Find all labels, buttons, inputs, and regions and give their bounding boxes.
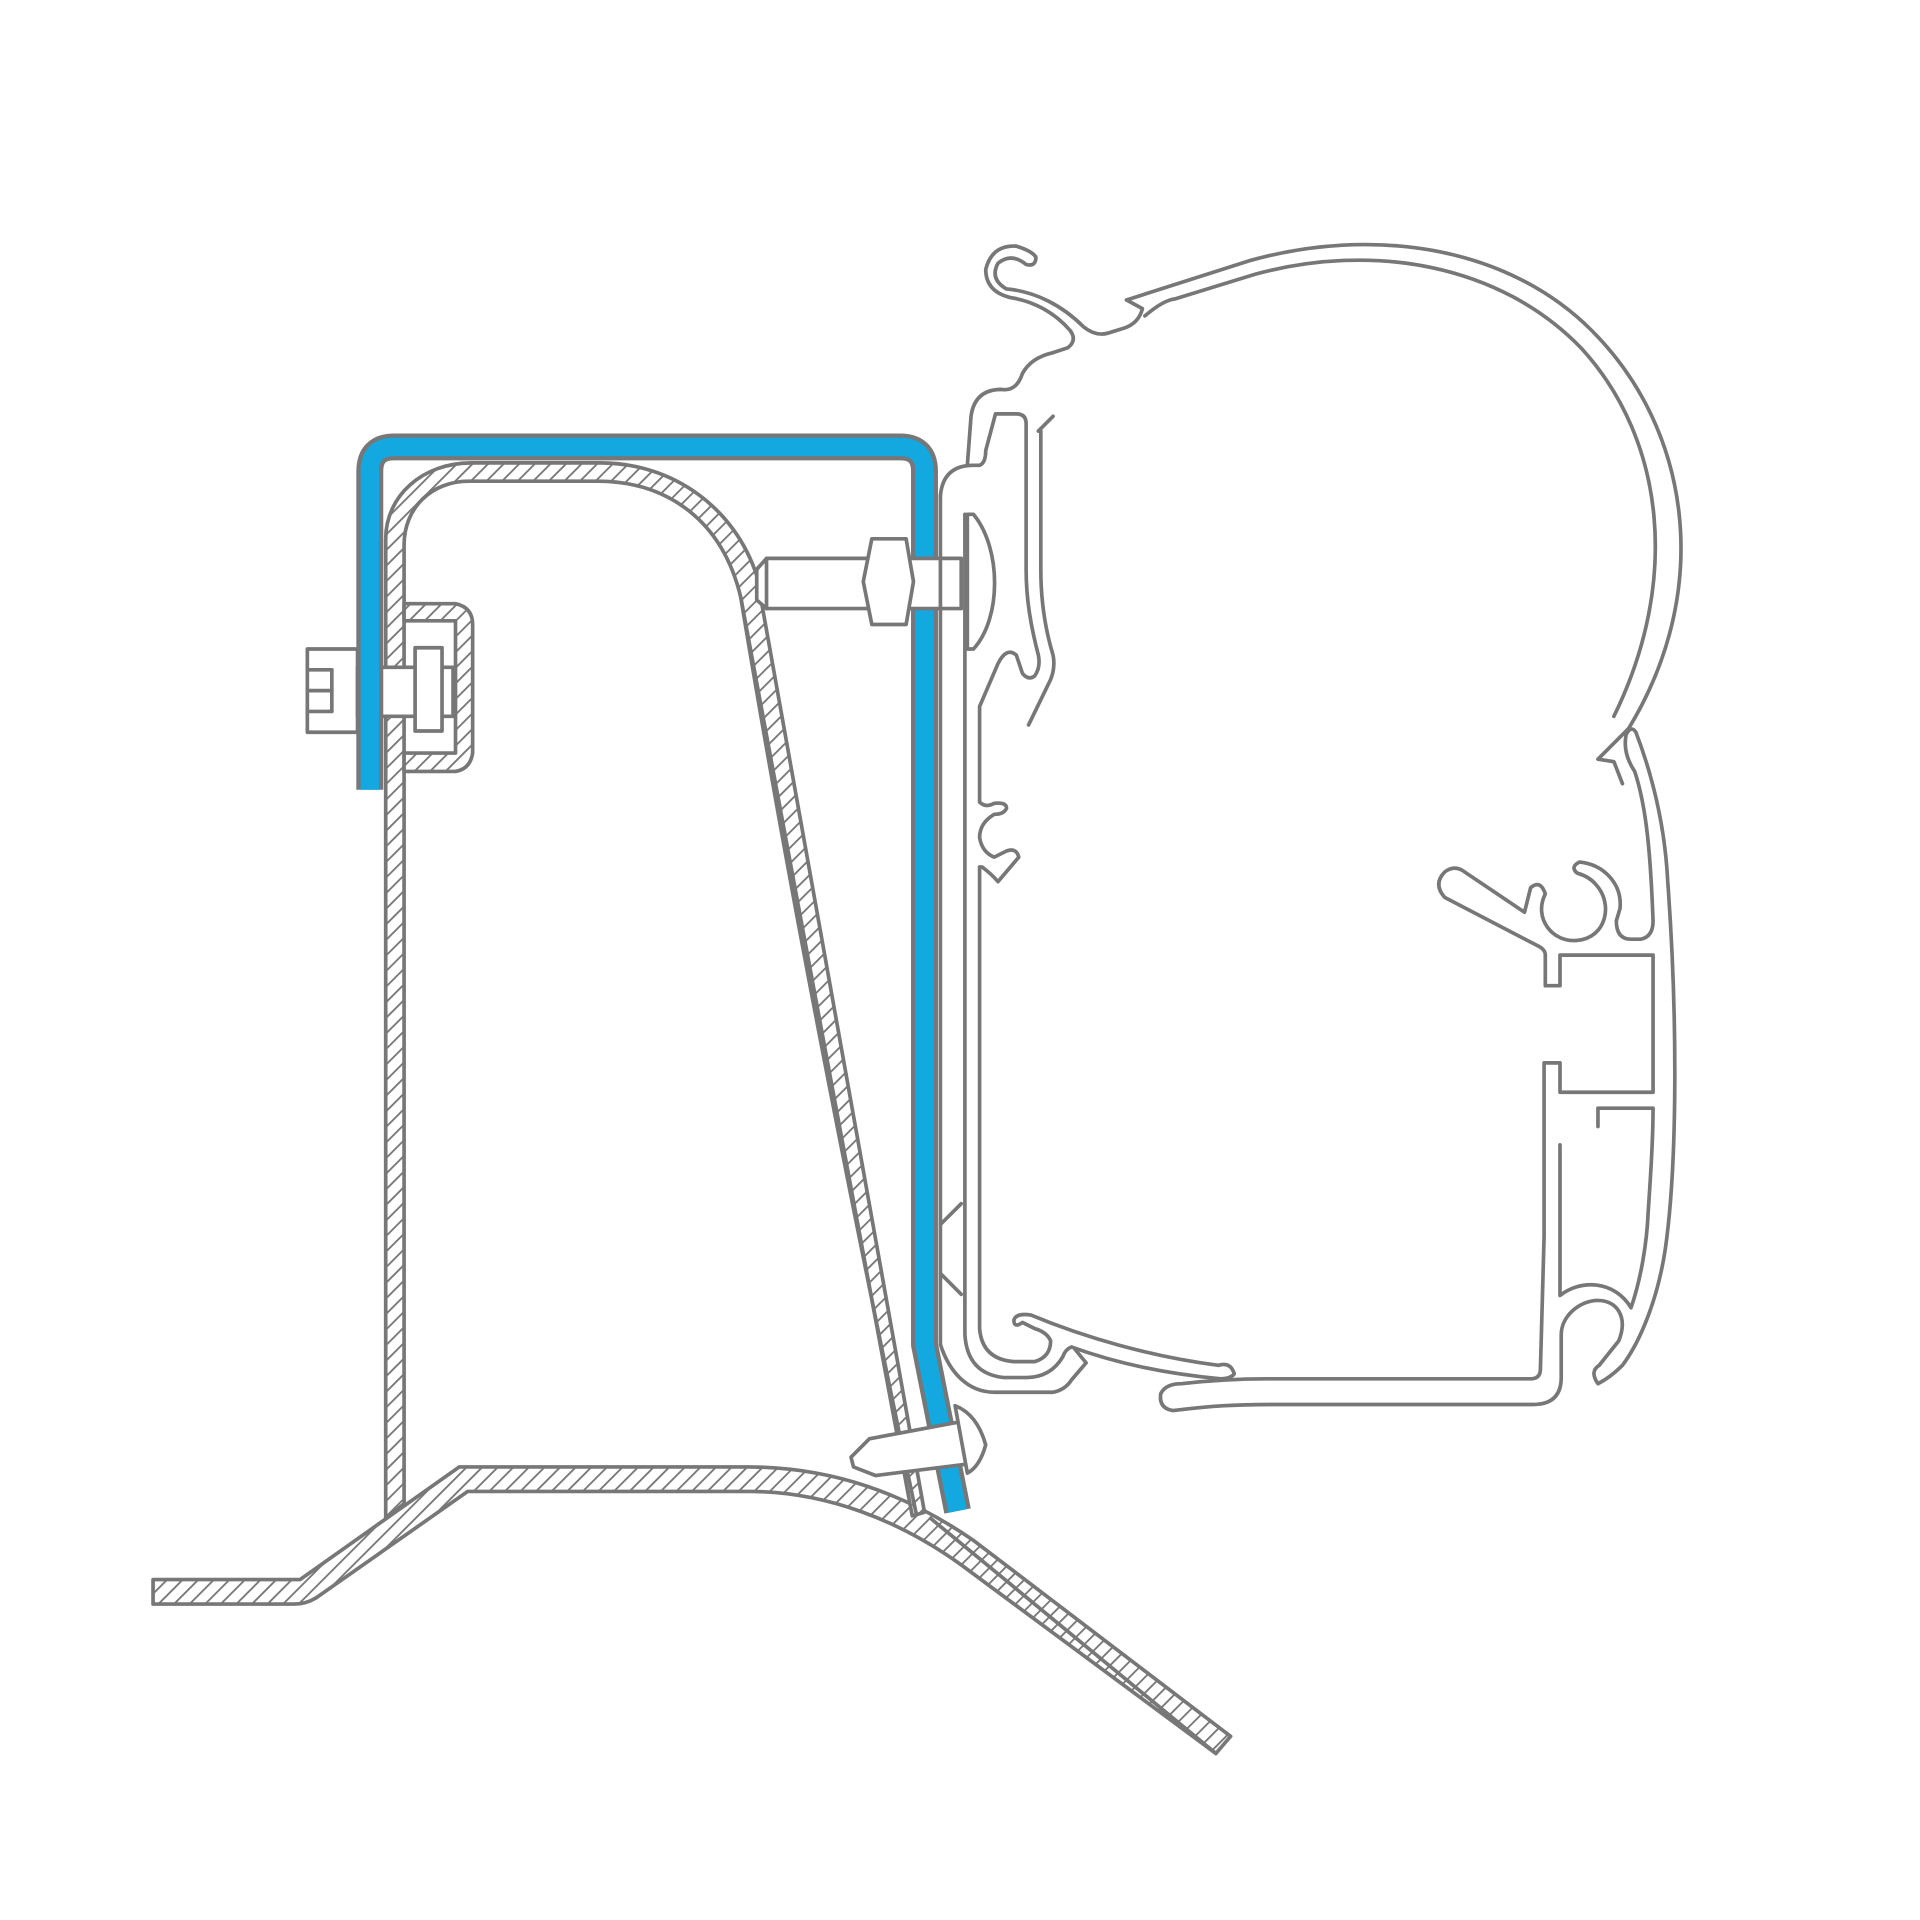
lower-nut bbox=[953, 1403, 988, 1475]
awning-front-wall bbox=[938, 412, 1237, 1381]
awning-front-clip bbox=[1026, 414, 1056, 727]
awning-lens-seal bbox=[965, 512, 997, 651]
awning-bottom-wall bbox=[938, 494, 1088, 1395]
clamp-block bbox=[402, 601, 475, 774]
vehicle-wall-section bbox=[383, 461, 927, 1521]
upper-nut bbox=[861, 536, 916, 627]
awning-rail-back bbox=[1158, 727, 1677, 1413]
upper-bolt bbox=[754, 556, 964, 611]
floor-panel-inner-line bbox=[928, 1516, 1218, 1756]
lower-bolt bbox=[849, 1418, 976, 1478]
awning-lower-channel bbox=[1558, 1106, 1655, 1310]
awning-rail-profile bbox=[1124, 242, 1683, 786]
awning-spacer bbox=[938, 1201, 964, 1297]
floor-panel-section bbox=[151, 1465, 1233, 1756]
clamp-nut bbox=[413, 645, 444, 733]
adapter-bracket bbox=[360, 437, 967, 1513]
awning-rail-inner bbox=[1143, 258, 1658, 719]
vehicle-roof-curve bbox=[738, 595, 918, 1515]
awning-front-panel bbox=[965, 244, 1145, 468]
